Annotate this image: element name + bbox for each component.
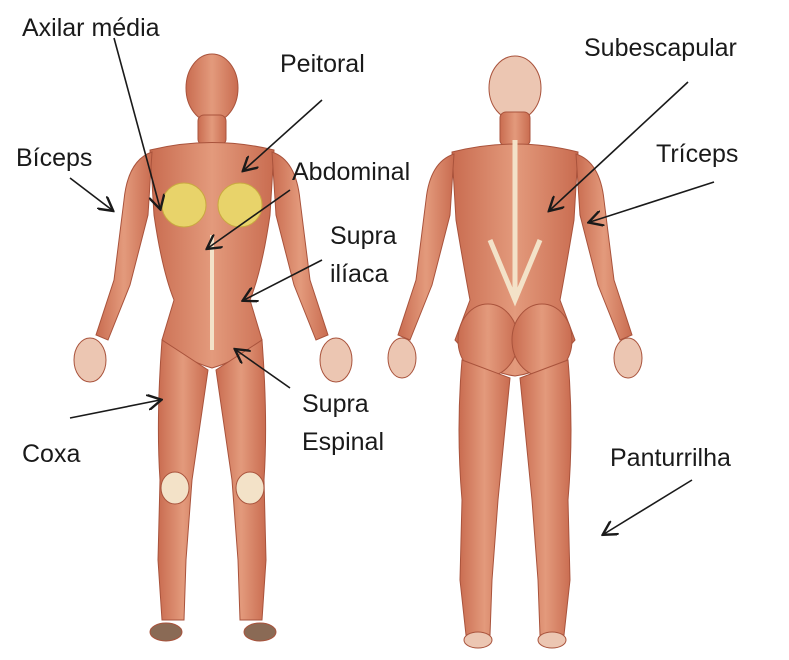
label-axilar-media: Axilar média	[22, 14, 160, 42]
label-peitoral: Peitoral	[280, 50, 365, 78]
label-supra-espinal-line2: Espinal	[302, 428, 384, 456]
arrow-panturrilha	[604, 480, 692, 534]
label-coxa: Coxa	[22, 440, 80, 468]
label-panturrilha: Panturrilha	[610, 444, 731, 472]
label-supra-iliaca-line2: ilíaca	[330, 260, 388, 288]
label-supra-espinal-line1: Supra	[302, 390, 369, 418]
label-subescapular: Subescapular	[584, 34, 737, 62]
label-supra-iliaca-line1: Supra	[330, 222, 397, 250]
right-breast-shape	[218, 183, 262, 227]
label-abdominal: Abdominal	[292, 158, 410, 186]
arrow-coxa	[70, 400, 160, 418]
left-breast-shape	[162, 183, 206, 227]
arrow-biceps	[70, 178, 112, 210]
label-triceps: Tríceps	[656, 140, 738, 168]
arrow-triceps	[590, 182, 714, 222]
label-biceps: Bíceps	[16, 144, 92, 172]
